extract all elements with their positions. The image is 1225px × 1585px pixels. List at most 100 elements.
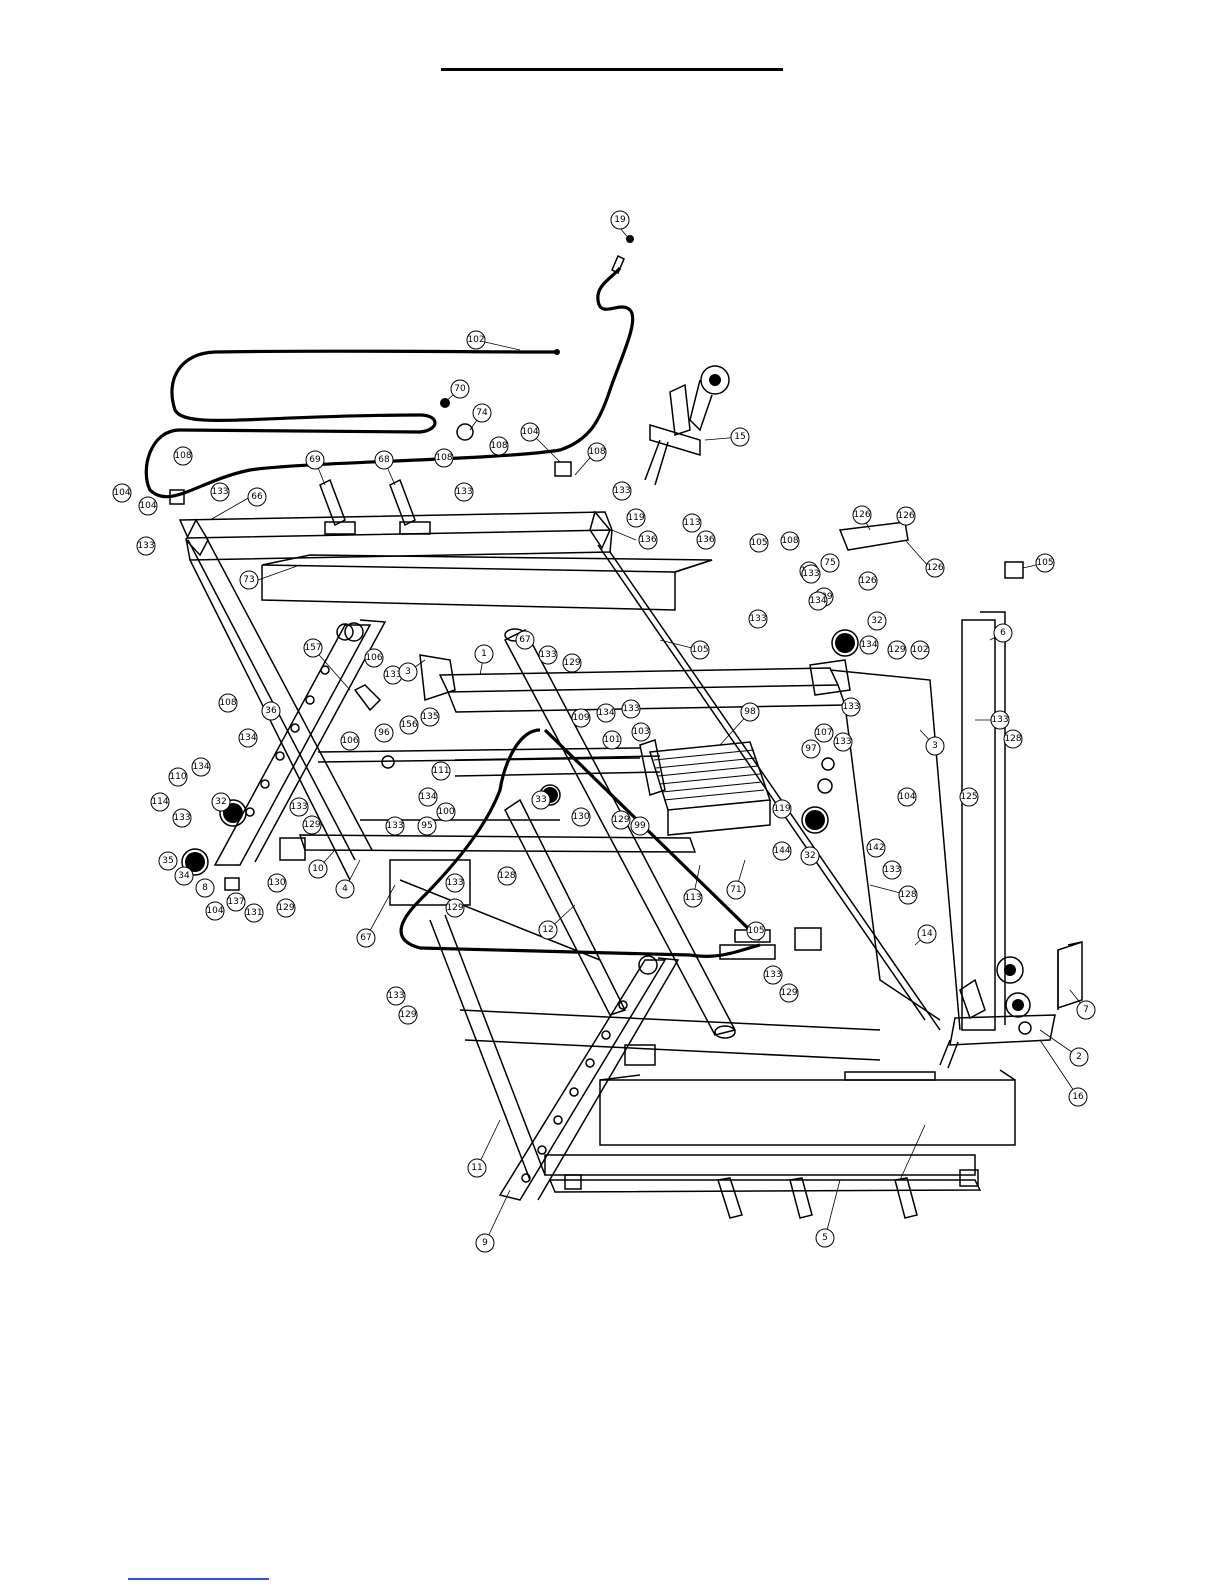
callout-125: 125 [959,787,979,807]
svg-text:134: 134 [860,640,877,650]
svg-text:33: 33 [535,795,546,805]
callout-134: 134 [596,703,616,723]
svg-text:133: 133 [764,970,781,980]
left-side-rails [187,534,941,1031]
svg-text:133: 133 [211,487,228,497]
callout-70: 70 [450,379,470,399]
callout-3: 3 [925,736,945,756]
svg-text:126: 126 [926,563,943,573]
svg-text:12: 12 [542,925,553,935]
callout-134: 134 [859,635,879,655]
callout-133: 133 [841,697,861,717]
callout-129: 129 [398,1005,418,1025]
svg-text:6: 6 [1000,628,1006,638]
callout-119: 119 [626,508,646,528]
callout-129: 129 [562,653,582,673]
callout-102: 102 [466,330,486,350]
svg-text:108: 108 [781,536,798,546]
svg-text:134: 134 [419,792,436,802]
callout-32: 32 [211,792,231,812]
callout-130: 130 [267,873,287,893]
callout-1: 1 [474,644,494,664]
callout-98: 98 [740,702,760,722]
callout-135: 135 [420,707,440,727]
callout-95: 95 [417,816,437,836]
callout-133: 133 [621,699,641,719]
svg-text:108: 108 [174,451,191,461]
svg-text:137: 137 [227,897,244,907]
svg-text:129: 129 [399,1010,416,1020]
svg-text:32: 32 [871,616,882,626]
callout-133: 133 [454,482,474,502]
callout-133: 133 [612,481,632,501]
svg-text:133: 133 [842,702,859,712]
callout-129: 129 [302,815,322,835]
callout-16: 16 [1068,1087,1088,1107]
svg-text:133: 133 [384,670,401,680]
svg-text:74: 74 [476,408,488,418]
svg-text:105: 105 [750,538,767,548]
svg-text:111: 111 [432,766,449,776]
callout-9: 9 [475,1233,495,1253]
callout-134: 134 [808,591,828,611]
svg-text:133: 133 [455,487,472,497]
svg-text:144: 144 [773,846,790,856]
left-upright-8 [213,619,387,866]
callout-8: 8 [195,878,215,898]
svg-text:136: 136 [697,535,714,545]
svg-text:3: 3 [932,741,938,751]
callout-108: 108 [218,693,238,713]
svg-text:108: 108 [490,441,507,451]
callout-113: 113 [683,888,703,908]
callout-104: 104 [897,787,917,807]
svg-text:5: 5 [822,1233,828,1243]
svg-text:108: 108 [219,698,236,708]
svg-text:134: 134 [809,596,826,606]
callout-134: 134 [418,787,438,807]
callout-19: 19 [610,210,630,230]
callout-101: 101 [602,730,622,750]
middle-crossbars [298,747,697,961]
svg-text:105: 105 [691,645,708,655]
svg-text:8: 8 [202,883,208,893]
svg-text:103: 103 [632,727,649,737]
svg-text:97: 97 [805,744,816,754]
svg-text:129: 129 [277,903,294,913]
svg-text:66: 66 [251,492,263,502]
callout-144: 144 [772,841,792,861]
callout-108: 108 [434,448,454,468]
svg-text:104: 104 [898,792,915,802]
callout-102: 102 [910,640,930,660]
callout-105: 105 [749,533,769,553]
callout-126: 126 [896,506,916,526]
svg-text:133: 133 [622,704,639,714]
svg-text:135: 135 [421,712,438,722]
callout-5: 5 [815,1228,835,1248]
right-frame [829,611,1083,1046]
svg-text:4: 4 [342,884,348,894]
svg-text:119: 119 [773,804,790,814]
svg-text:134: 134 [239,733,256,743]
svg-text:130: 130 [572,812,589,822]
svg-text:73: 73 [243,575,254,585]
callout-133: 133 [385,816,405,836]
svg-text:106: 106 [341,736,358,746]
svg-text:133: 133 [290,802,307,812]
callout-156: 156 [399,715,419,735]
callout-130: 130 [571,807,591,827]
svg-text:1: 1 [481,649,487,659]
svg-text:96: 96 [378,728,390,738]
callout-105: 105 [690,640,710,660]
callout-133: 133 [833,732,853,752]
callout-4: 4 [335,879,355,899]
crossbar-1 [419,654,851,713]
svg-text:32: 32 [215,797,226,807]
svg-text:104: 104 [521,427,538,437]
callout-133: 133 [763,965,783,985]
svg-text:130: 130 [268,878,285,888]
callout-134: 134 [191,757,211,777]
callout-67: 67 [356,928,376,948]
svg-text:134: 134 [597,708,614,718]
callout-142: 142 [866,838,886,858]
callout-103: 103 [631,722,651,742]
